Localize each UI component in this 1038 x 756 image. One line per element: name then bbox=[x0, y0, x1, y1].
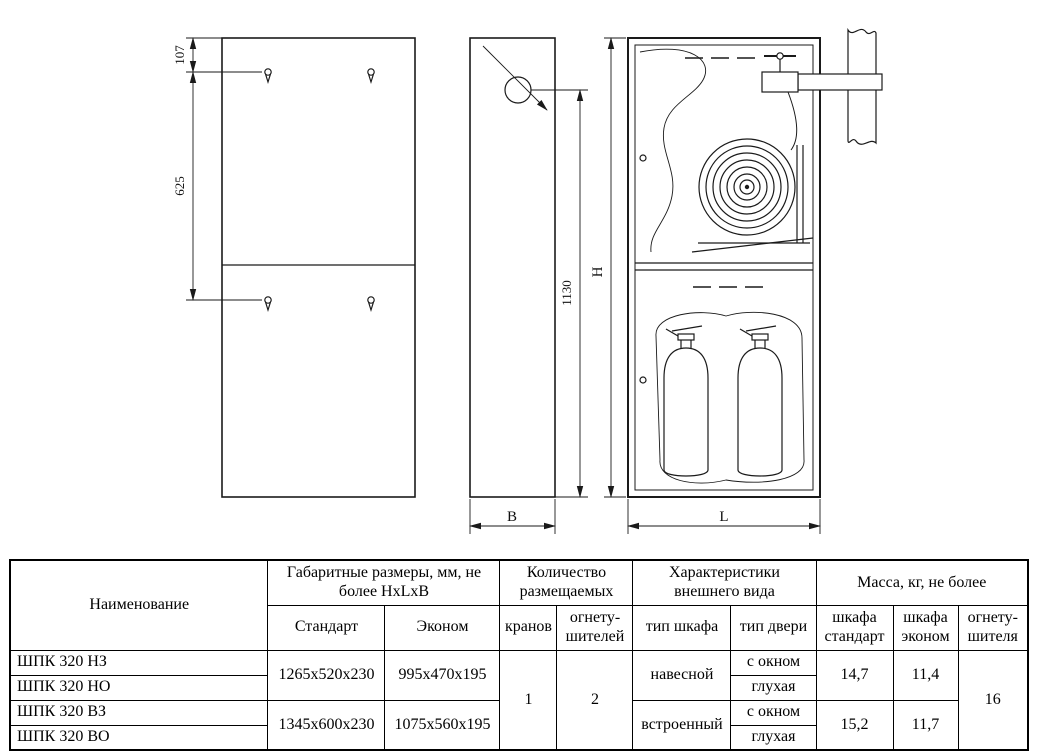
door-type: глухая bbox=[730, 674, 817, 701]
col-group-mass: Масса, кг, не более bbox=[815, 559, 1029, 606]
mounting-holes bbox=[264, 68, 375, 313]
col-group-dimensions: Габаритные размеры, мм, не более HxLxB bbox=[267, 559, 501, 606]
col-header-standard: Стандарт bbox=[267, 604, 386, 651]
dim-label-H: H bbox=[590, 266, 606, 277]
door-type: глухая bbox=[730, 724, 817, 751]
dim-label-1130: 1130 bbox=[559, 280, 574, 306]
model-name: ШПК 320 ВО bbox=[9, 724, 269, 751]
model-name: ШПК 320 НЗ bbox=[9, 649, 269, 676]
col-header-door-type: тип двери bbox=[730, 604, 817, 651]
taps-qty: 1 bbox=[499, 649, 558, 751]
dims-econom-nav: 995x470x195 bbox=[384, 649, 501, 701]
col-header-extinguishers: огнету-шителей bbox=[556, 604, 634, 651]
reel-bracket bbox=[691, 145, 814, 253]
dimension-L: L bbox=[627, 499, 821, 534]
mass-std-nav: 14,7 bbox=[815, 649, 894, 701]
col-group-appearance: Характеристики внешнего вида bbox=[632, 559, 817, 606]
col-header-mass-standard: шкафа стандарт bbox=[815, 604, 894, 651]
door-cutaway-top bbox=[639, 48, 707, 253]
table-row: ШПК 320 НО глухая bbox=[9, 674, 1028, 701]
dim-label-107: 107 bbox=[172, 45, 187, 65]
view-side bbox=[469, 37, 556, 498]
col-header-taps: кранов bbox=[499, 604, 558, 651]
cabinet-type-built: встроенный bbox=[632, 699, 732, 751]
dims-econom-built: 1075x560x195 bbox=[384, 699, 501, 751]
dims-standard-nav: 1265x520x230 bbox=[267, 649, 386, 701]
dimension-1130: 1130 bbox=[531, 89, 588, 498]
hose-reel bbox=[698, 138, 796, 236]
fire-extinguisher-2 bbox=[737, 325, 783, 477]
table-row: ШПК 320 ВЗ 1345x600x230 1075x560x195 вст… bbox=[9, 699, 1028, 751]
extinguishers-qty: 2 bbox=[556, 649, 634, 751]
mass-eco-nav: 11,4 bbox=[892, 649, 959, 701]
col-group-quantity: Количество размещаемых bbox=[499, 559, 634, 606]
col-header-econom: Эконом bbox=[384, 604, 501, 651]
model-name: ШПК 320 НО bbox=[9, 674, 269, 701]
door-cutaway-bottom bbox=[655, 311, 805, 484]
dimension-107: 107 bbox=[172, 37, 262, 73]
hose-to-reel bbox=[787, 91, 798, 151]
feed-pipe bbox=[797, 73, 883, 91]
door-type: с окном bbox=[730, 699, 817, 726]
mass-eco-built: 11,7 bbox=[892, 699, 959, 751]
lock-hole-bottom bbox=[639, 376, 647, 384]
col-header-mass-extinguisher: огнету-шителя bbox=[957, 604, 1029, 651]
dim-label-B: B bbox=[507, 509, 517, 525]
col-header-mass-econom: шкафа эконом bbox=[892, 604, 959, 651]
dim-label-L: L bbox=[719, 509, 728, 525]
dimension-B: B bbox=[469, 499, 556, 534]
view-front-open bbox=[627, 27, 883, 498]
mass-extinguisher: 16 bbox=[957, 649, 1029, 751]
table-row: ШПК 320 ВО глухая bbox=[9, 724, 1028, 751]
cabinet-type-nav: навесной bbox=[632, 649, 732, 701]
dimension-625: 625 bbox=[172, 71, 262, 301]
col-header-cabinet-type: тип шкафа bbox=[632, 604, 732, 651]
dimension-H: H bbox=[590, 37, 626, 498]
model-name: ШПК 320 ВЗ bbox=[9, 699, 269, 726]
spec-table: Наименование Габаритные размеры, мм, не … bbox=[8, 559, 1029, 751]
dim-label-625: 625 bbox=[172, 176, 187, 196]
fire-extinguisher-1 bbox=[663, 325, 709, 477]
valve bbox=[761, 52, 799, 151]
col-header-name: Наименование bbox=[9, 559, 269, 651]
view-back-panel bbox=[221, 37, 416, 498]
dims-standard-built: 1345x600x230 bbox=[267, 699, 386, 751]
door-type: с окном bbox=[730, 649, 817, 676]
technical-drawing: 107 625 1130 B bbox=[172, 27, 883, 534]
mass-std-built: 15,2 bbox=[815, 699, 894, 751]
table-row: ШПК 320 НЗ 1265x520x230 995x470x195 1 2 … bbox=[9, 649, 1029, 751]
lock-hole-top bbox=[639, 154, 647, 162]
